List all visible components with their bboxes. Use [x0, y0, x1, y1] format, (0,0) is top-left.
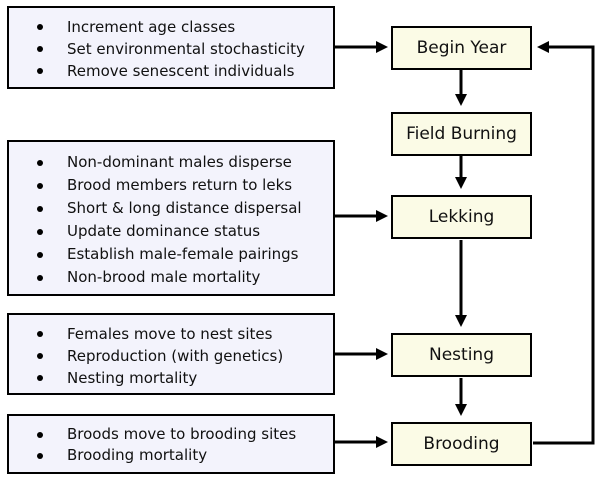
action-item: Short & long distance dispersal: [9, 197, 333, 220]
action-item: Remove senescent individuals: [9, 60, 333, 82]
nesting-actions-box: Females move to nest sites Reproduction …: [7, 313, 335, 395]
action-item: Increment age classes: [9, 16, 333, 38]
action-item: Females move to nest sites: [9, 323, 333, 345]
action-item: Non-dominant males disperse: [9, 151, 333, 174]
stage-nesting: Nesting: [391, 333, 532, 377]
stage-begin-year: Begin Year: [391, 26, 532, 70]
action-item: Nesting mortality: [9, 367, 333, 389]
stage-label: Nesting: [429, 345, 494, 365]
action-item: Brood members return to leks: [9, 174, 333, 197]
stage-label: Field Burning: [406, 124, 517, 144]
action-item: Reproduction (with genetics): [9, 345, 333, 367]
begin-year-actions-box: Increment age classes Set environmental …: [7, 6, 335, 89]
stage-label: Lekking: [428, 207, 495, 227]
action-item: Set environmental stochasticity: [9, 38, 333, 60]
arrow-brooding-to-begin-year: [533, 41, 595, 445]
stage-field-burning: Field Burning: [391, 112, 532, 156]
lekking-actions-box: Non-dominant males disperse Brood member…: [7, 140, 335, 296]
brooding-actions-box: Broods move to brooding sites Brooding m…: [7, 414, 335, 474]
action-item: Brooding mortality: [9, 445, 333, 466]
stage-lekking: Lekking: [391, 195, 532, 239]
stage-label: Brooding: [423, 434, 500, 454]
action-item: Establish male-female pairings: [9, 243, 333, 266]
action-item: Update dominance status: [9, 220, 333, 243]
stage-brooding: Brooding: [391, 422, 532, 466]
action-item: Broods move to brooding sites: [9, 424, 333, 445]
stage-label: Begin Year: [416, 38, 507, 58]
action-item: Non-brood male mortality: [9, 266, 333, 289]
